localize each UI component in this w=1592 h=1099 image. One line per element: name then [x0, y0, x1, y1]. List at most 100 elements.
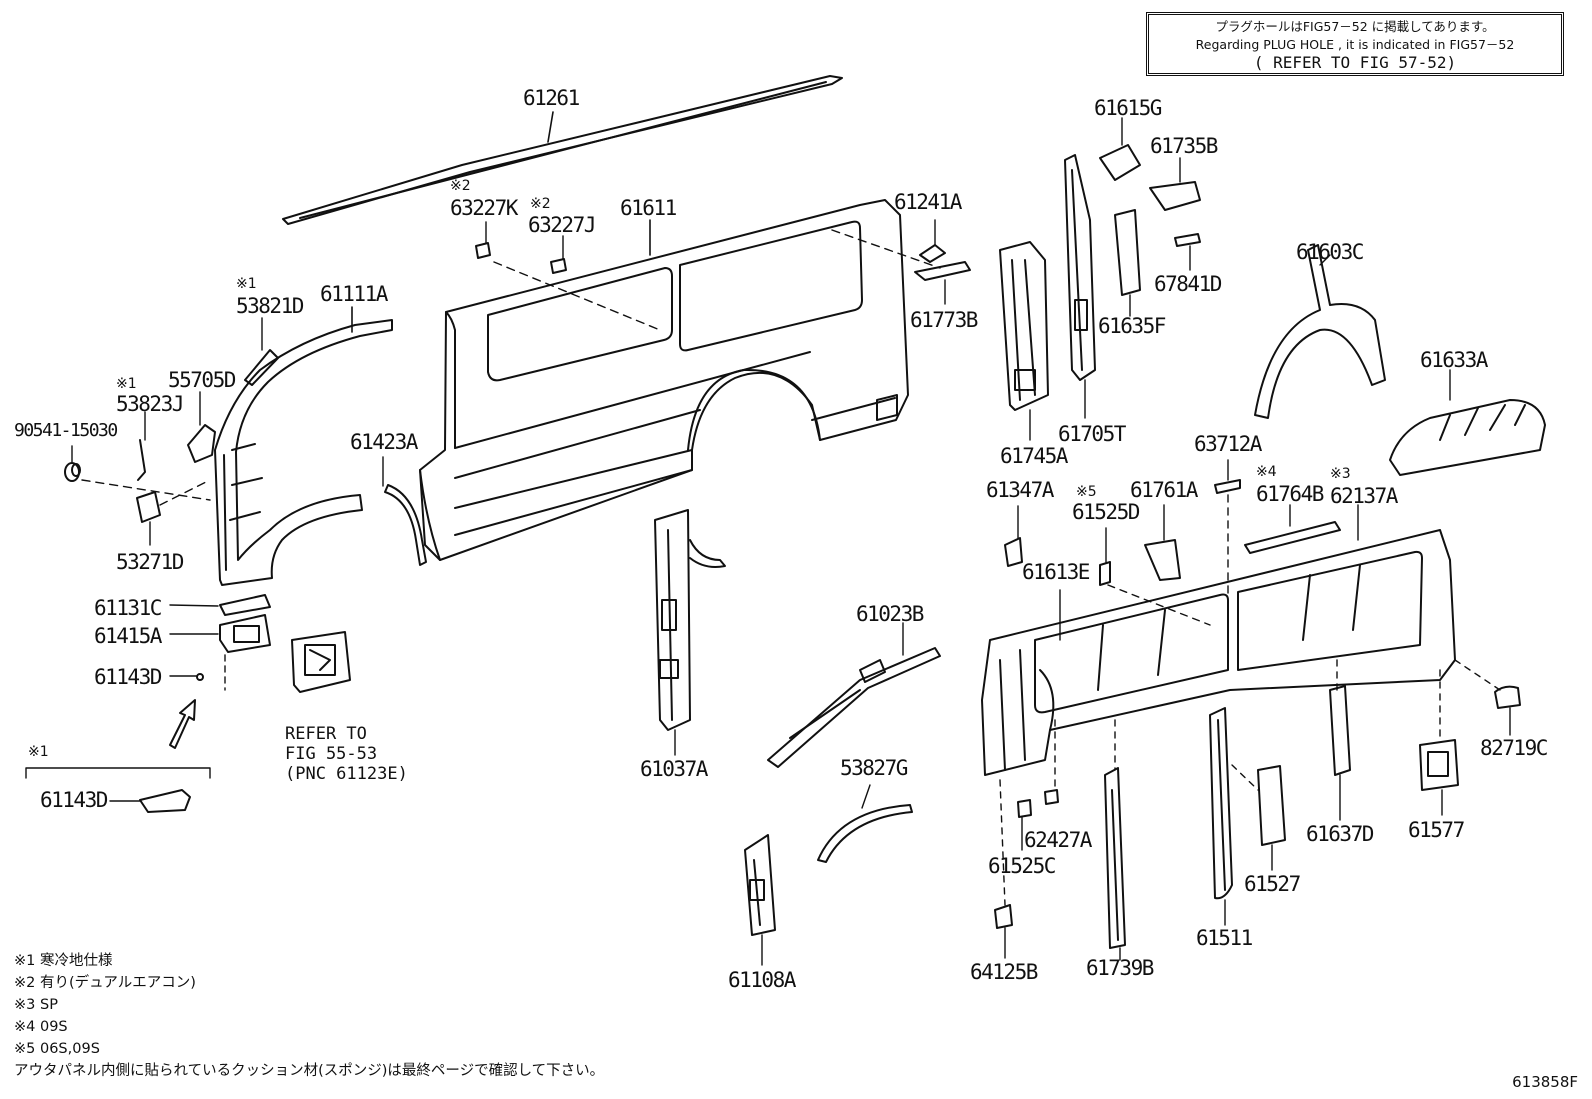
trim-part[interactable]: [244, 317, 279, 386]
note-mark: ※1: [28, 744, 49, 760]
part-label[interactable]: 61023B: [856, 602, 924, 626]
legend-item: ※1 寒冷地仕様: [14, 953, 113, 969]
leader-line: [547, 111, 554, 143]
part-label[interactable]: 61415A: [94, 624, 162, 648]
dashed-leader: [159, 479, 211, 506]
notice-english: Regarding PLUG HOLE , it is indicated in…: [1195, 37, 1515, 52]
inner-wheel-arch-part[interactable]: [1254, 244, 1386, 419]
part-label[interactable]: 53823J: [116, 392, 184, 416]
roof-molding-part[interactable]: [282, 75, 843, 225]
part-label[interactable]: 63712A: [1194, 432, 1262, 456]
part-label[interactable]: 61745A: [1000, 444, 1068, 468]
part-label[interactable]: 67841D: [1154, 272, 1222, 296]
part-label[interactable]: 61525D: [1072, 500, 1140, 524]
note-mark: ※4: [1256, 464, 1277, 480]
part-label[interactable]: 63227J: [528, 213, 596, 237]
part-label[interactable]: 55705D: [168, 368, 236, 392]
upper-bracket-parts[interactable]: [1099, 117, 1201, 317]
part-label[interactable]: 61764B: [1256, 482, 1324, 506]
part-label[interactable]: 61633A: [1420, 348, 1488, 372]
bracket-part[interactable]: [914, 219, 971, 305]
part-label[interactable]: 61241A: [894, 190, 962, 214]
seal-part[interactable]: [382, 456, 427, 566]
figure-id: 613858F: [1512, 1073, 1578, 1091]
notice-box: プラグホールはFIG57－52 に掲載してあります。 Regarding PLU…: [1146, 12, 1564, 76]
part-label[interactable]: 53271D: [116, 550, 184, 574]
bracket-part[interactable]: [136, 491, 161, 546]
dashed-leader: [1107, 584, 1211, 626]
notice-reference: ( REFER TO FIG 57-52): [1253, 53, 1457, 72]
legend-item: ※4 09S: [14, 1019, 68, 1035]
part-label[interactable]: 61143D: [40, 788, 108, 812]
wheel-house-part[interactable]: [1389, 369, 1546, 476]
part-label[interactable]: 61637D: [1306, 822, 1374, 846]
part-label[interactable]: 61143D: [94, 665, 162, 689]
note-mark: ※2: [450, 178, 471, 194]
part-label[interactable]: 61613E: [1022, 560, 1090, 584]
part-label[interactable]: 90541-15030: [14, 420, 118, 441]
dashed-leader: [999, 779, 1006, 906]
part-label[interactable]: 62427A: [1024, 828, 1092, 852]
part-label[interactable]: 61347A: [986, 478, 1054, 502]
part-label[interactable]: 61261: [523, 86, 580, 110]
part-label[interactable]: 61423A: [350, 430, 418, 454]
center-pillar-part[interactable]: [654, 509, 726, 756]
part-label[interactable]: 61611: [620, 196, 677, 220]
refer-line: (PNC 61123E): [285, 764, 408, 784]
seal-part[interactable]: [137, 411, 146, 481]
part-label[interactable]: 61111A: [320, 282, 388, 306]
legend-item: ※2 有り(デュアルエアコン): [14, 975, 196, 991]
clip-part[interactable]: [475, 221, 567, 274]
front-pillar-arch-part[interactable]: [214, 319, 393, 586]
part-label[interactable]: 61739B: [1086, 956, 1154, 980]
part-label[interactable]: 61735B: [1150, 134, 1218, 158]
inner-side-panel-part[interactable]: [981, 529, 1456, 776]
small-bracket-parts[interactable]: [1004, 459, 1359, 586]
note-mark: ※3: [1330, 466, 1351, 482]
part-label[interactable]: 61773B: [910, 308, 978, 332]
outer-side-panel-part[interactable]: [419, 199, 909, 561]
legend: ※1 寒冷地仕様 ※2 有り(デュアルエアコン) ※3 SP ※4 09S ※5…: [14, 950, 604, 1082]
part-label[interactable]: 53827G: [840, 756, 908, 780]
note-mark: ※1: [116, 376, 137, 392]
note-mark: ※2: [530, 196, 551, 212]
direction-arrow: [169, 699, 196, 749]
part-label[interactable]: 61761A: [1130, 478, 1198, 502]
part-label[interactable]: 61615G: [1094, 96, 1162, 120]
legend-item: ※3 SP: [14, 997, 58, 1013]
refer-line: FIG 55-53: [285, 744, 378, 764]
legend-footnote: アウタパネル内側に貼られているクッション材(スポンジ)は最終ページで確認して下さ…: [14, 1063, 605, 1079]
wheel-arch-molding[interactable]: [817, 784, 913, 863]
part-label[interactable]: 61037A: [640, 757, 708, 781]
cold-spec-bracket-group: [25, 767, 211, 813]
part-label[interactable]: 62137A: [1330, 484, 1398, 508]
quarter-pillar-part[interactable]: [1064, 154, 1096, 419]
part-label[interactable]: 82719C: [1480, 736, 1548, 760]
part-label[interactable]: 61108A: [728, 968, 796, 992]
note-mark: ※5: [1076, 484, 1097, 500]
rear-pillar-part[interactable]: [999, 241, 1049, 441]
part-label[interactable]: 61603C: [1296, 240, 1364, 264]
grommet-part[interactable]: [64, 445, 81, 482]
part-label[interactable]: 61525C: [988, 854, 1056, 878]
part-label[interactable]: 61511: [1196, 926, 1253, 950]
part-label[interactable]: 63227K: [450, 196, 518, 220]
dashed-leader: [493, 261, 661, 331]
bracket-part[interactable]: [187, 391, 216, 463]
door-lock-assembly[interactable]: [291, 631, 351, 693]
part-label[interactable]: 64125B: [970, 960, 1038, 984]
part-label[interactable]: 61131C: [94, 596, 162, 620]
fuel-lid-parts[interactable]: [169, 594, 271, 681]
part-label[interactable]: 61705T: [1058, 422, 1126, 446]
legend-item: ※5 06S,09S: [14, 1041, 100, 1057]
lower-inner-parts[interactable]: [994, 685, 1521, 961]
part-label[interactable]: 61577: [1408, 818, 1465, 842]
part-label[interactable]: 61635F: [1098, 314, 1166, 338]
part-label[interactable]: 53821D: [236, 294, 304, 318]
dashed-leader: [1231, 764, 1259, 791]
pillar-reinforcement-part[interactable]: [744, 834, 776, 966]
rocker-reinforcement-part[interactable]: [767, 622, 941, 768]
dashed-leader: [81, 479, 211, 501]
part-label[interactable]: 61527: [1244, 872, 1301, 896]
